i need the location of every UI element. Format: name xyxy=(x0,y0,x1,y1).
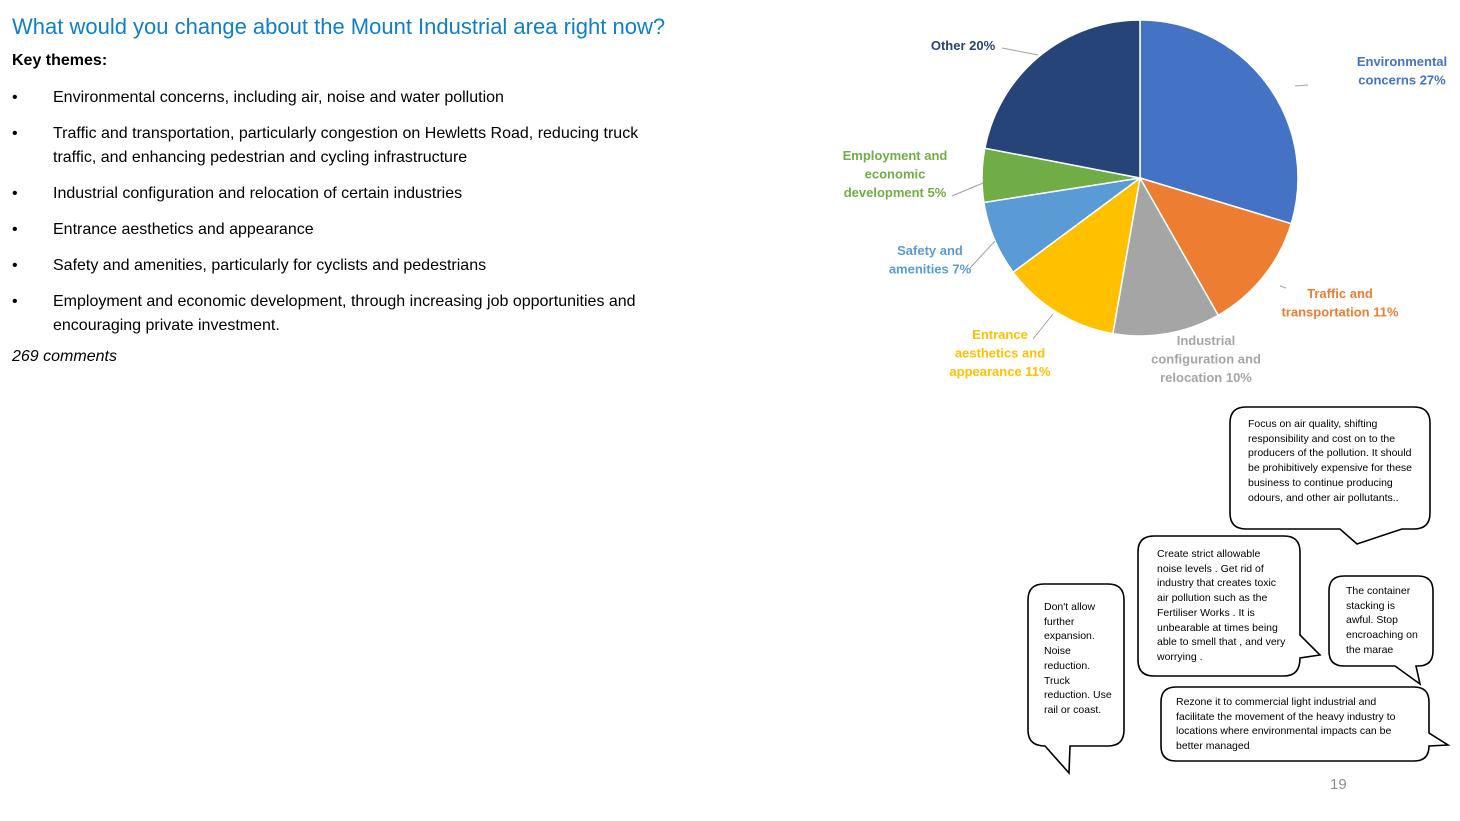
pie-leader-line xyxy=(1001,47,1039,56)
comment-count: 269 comments xyxy=(12,348,117,365)
quote-air-quality: Focus on air quality, shifting responsib… xyxy=(1248,418,1413,504)
slide-title: What would you change about the Mount In… xyxy=(12,14,666,39)
pie-leader-line xyxy=(1294,84,1309,87)
theme-item: Safety and amenities, particularly for c… xyxy=(12,254,652,278)
pie-slice xyxy=(1111,175,1220,337)
pie-slice-label: Other 20% xyxy=(931,38,996,53)
slide-subtitle: Key themes: xyxy=(12,52,108,69)
pie-slice xyxy=(983,19,1141,179)
theme-item: Industrial configuration and relocation … xyxy=(12,182,652,206)
pie-leader-line xyxy=(1032,313,1054,340)
pie-leader-line xyxy=(1279,285,1287,289)
theme-item: Entrance aesthetics and appearance xyxy=(12,218,652,242)
quote-noise-levels: Create strict allowable noise levels . G… xyxy=(1157,548,1286,663)
theme-item: Environmental concerns, including air, n… xyxy=(12,86,652,110)
page-number: 19 xyxy=(1330,776,1347,793)
pie-slice xyxy=(1138,176,1293,317)
pie-slice xyxy=(1139,19,1299,225)
pie-leader-line xyxy=(969,240,996,269)
pie-leader-line xyxy=(951,182,984,197)
themes-list: Environmental concerns, including air, n… xyxy=(12,86,652,350)
theme-item: Employment and economic development, thr… xyxy=(12,290,652,338)
quote-rezone: Rezone it to commercial light industrial… xyxy=(1176,696,1396,753)
quote-no-expansion: Don't allow further expansion. Noise red… xyxy=(1044,601,1112,716)
quote-container-stacking: The container stacking is awful. Stop en… xyxy=(1346,585,1418,656)
pie-slice xyxy=(1012,176,1142,335)
theme-item: Traffic and transportation, particularly… xyxy=(12,122,652,170)
